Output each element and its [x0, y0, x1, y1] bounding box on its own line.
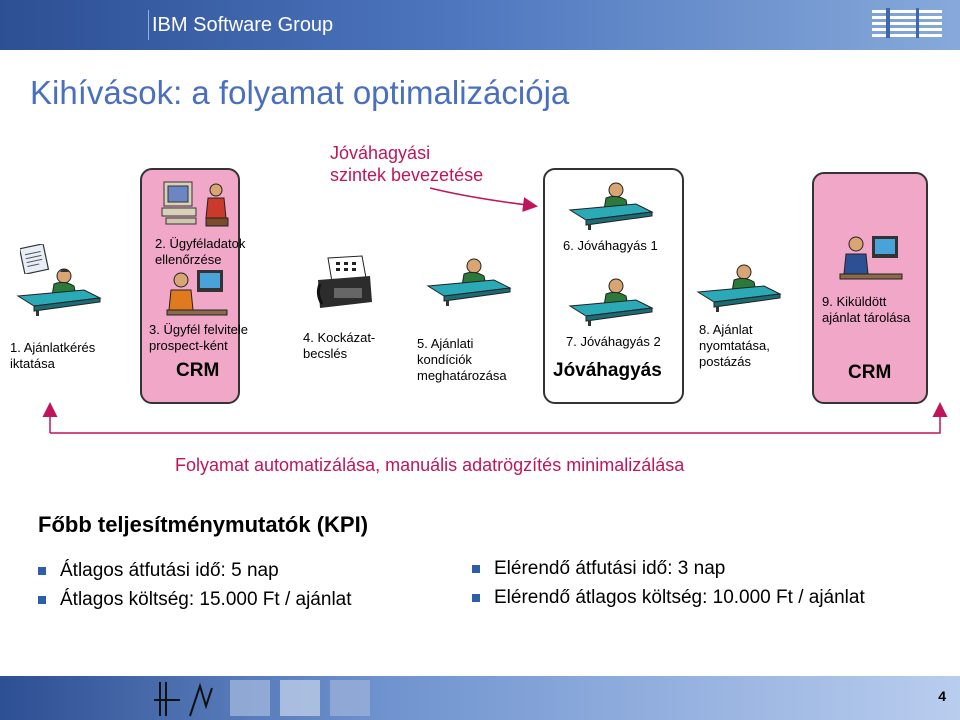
- step-3-line-2: prospect-ként: [149, 338, 228, 353]
- kpi-current-list: Átlagos átfutási idő: 5 nap Átlagos költ…: [38, 556, 352, 614]
- step-8-line-3: postázás: [699, 354, 752, 369]
- bullet-icon: [38, 595, 46, 604]
- approval-callout: Jóváhagyási szintek bevezetése: [330, 142, 483, 186]
- callout-line-1: Jóváhagyási: [330, 143, 431, 163]
- ibm-logo-icon: [872, 8, 942, 38]
- callout-line-2: szintek bevezetése: [330, 165, 484, 185]
- page-title: Kihívások: a folyamat optimalizációja: [30, 74, 570, 111]
- step-1-label: 1. Ajánlatkérés iktatása: [10, 340, 95, 372]
- step-8-label: 8. Ajánlat nyomtatása, postázás: [699, 322, 770, 370]
- desk-icon: [696, 264, 782, 312]
- step-4-line-1: 4. Kockázat-: [303, 330, 376, 345]
- step-1-line-1: 1. Ajánlatkérés: [10, 340, 96, 355]
- step-5-line-2: kondíciók: [417, 352, 472, 367]
- step-2-label: 2. Ügyféladatok ellenőrzése: [155, 236, 245, 268]
- step-3-label: 3. Ügyfél felvitele prospect-ként: [149, 322, 248, 354]
- list-item: Elérendő átfutási idő: 3 nap: [472, 554, 865, 583]
- document-icon: [20, 244, 50, 274]
- footer-decoration-icon: [154, 680, 370, 717]
- header-separator: [148, 10, 149, 40]
- kpi-current-2: Átlagos költség: 15.000 Ft / ajánlat: [60, 588, 352, 610]
- step-9-line-1: 9. Kiküldött: [822, 294, 887, 309]
- step-3-line-1: 3. Ügyfél felvitele: [149, 322, 248, 337]
- approval-heading: Jóváhagyás: [553, 360, 662, 381]
- page-number: 4: [938, 688, 946, 704]
- desk-icon: [568, 278, 654, 326]
- kpi-title: Főbb teljesítménymutatók (KPI): [38, 512, 369, 537]
- desk-icon: [568, 182, 654, 230]
- footer-bar: [0, 676, 960, 720]
- feedback-loop: [50, 402, 948, 434]
- person-at-computer-icon: [839, 236, 903, 280]
- kpi-target-list: Elérendő átfutási idő: 3 nap Elérendő át…: [472, 554, 865, 612]
- step-5-line-3: meghatározása: [417, 368, 507, 383]
- step-8-line-2: nyomtatása,: [699, 338, 770, 353]
- step-2-line-2: ellenőrzése: [155, 252, 222, 267]
- step-6-label: 6. Jóváhagyás 1: [563, 238, 658, 253]
- list-item: Elérendő átlagos költség: 10.000 Ft / aj…: [472, 583, 865, 612]
- list-item: Átlagos átfutási idő: 5 nap: [38, 556, 352, 585]
- step-4-label: 4. Kockázat- becslés: [303, 330, 375, 362]
- brand-name: IBM Software Group: [152, 14, 334, 36]
- list-item: Átlagos költség: 15.000 Ft / ajánlat: [38, 585, 352, 614]
- bullet-icon: [472, 593, 480, 602]
- bullet-icon: [38, 566, 46, 575]
- fax-icon: [316, 255, 372, 308]
- step-9-line-2: ajánlat tárolása: [822, 310, 911, 325]
- step-1-line-2: iktatása: [10, 356, 55, 371]
- step-7-label: 7. Jóváhagyás 2: [566, 334, 661, 349]
- kpi-target-2: Elérendő átlagos költség: 10.000 Ft / aj…: [494, 586, 865, 608]
- person-at-desk-icon: [16, 268, 102, 316]
- desk-icon: [426, 258, 512, 306]
- kpi-target-1: Elérendő átfutási idő: 3 nap: [494, 557, 726, 579]
- person-at-computer-icon: [166, 270, 228, 316]
- header-bar: IBM Software Group: [0, 0, 960, 50]
- step-5-line-1: 5. Ajánlati: [417, 336, 474, 351]
- step-4-line-2: becslés: [303, 346, 348, 361]
- step-5-label: 5. Ajánlati kondíciók meghatározása: [417, 336, 507, 384]
- step-2-line-1: 2. Ügyféladatok: [155, 236, 246, 251]
- step-9-crm: CRM: [848, 362, 892, 383]
- step-3-crm: CRM: [176, 360, 220, 381]
- step-9-label: 9. Kiküldött ajánlat tárolása: [822, 294, 910, 326]
- computer-icon: [161, 181, 229, 227]
- bullet-icon: [472, 564, 480, 573]
- step-8-line-1: 8. Ajánlat: [699, 322, 753, 337]
- callout-arrow: [429, 187, 538, 212]
- step-9-card: [812, 172, 928, 404]
- kpi-current-1: Átlagos átfutási idő: 5 nap: [60, 559, 279, 581]
- feedback-text: Folyamat automatizálása, manuális adatrö…: [175, 455, 685, 475]
